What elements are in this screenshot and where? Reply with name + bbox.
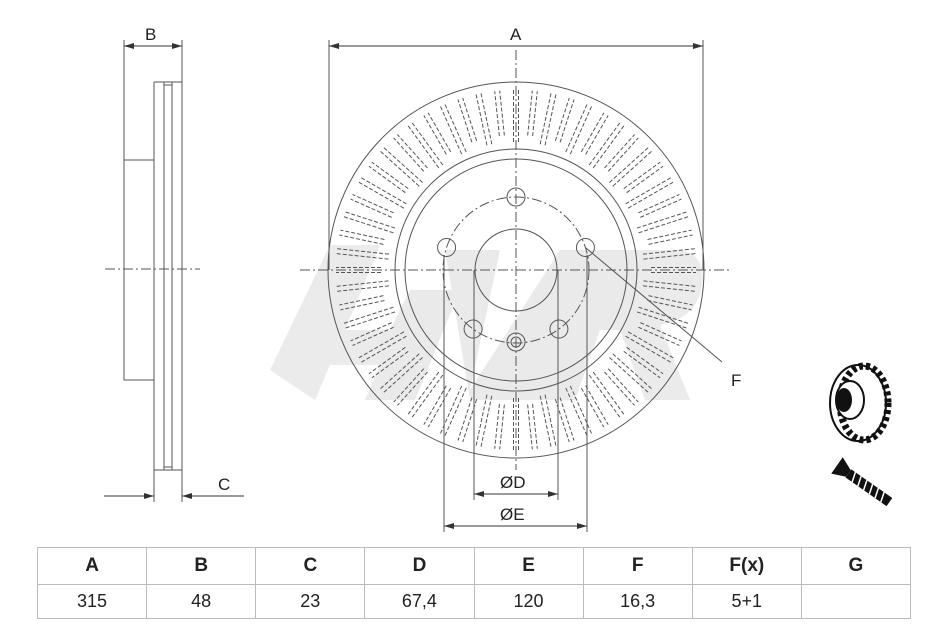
vane-slot [350, 194, 394, 218]
header-e: E [473, 547, 584, 585]
vane-slot [339, 295, 385, 311]
vane-slot [393, 368, 428, 406]
vane-slot [647, 229, 693, 245]
vane-slot [647, 295, 693, 311]
vane-slot [513, 90, 519, 142]
vane-slot [343, 306, 396, 329]
vane-slot [588, 122, 625, 169]
vane-slot [423, 385, 452, 428]
vane-slot [625, 331, 674, 363]
table-row: 315 48 23 67,4 120 16,3 5+1 [36, 584, 912, 619]
value-b: 48 [146, 584, 257, 619]
dimension-label-d: ØD [500, 473, 526, 492]
side-view [104, 40, 244, 502]
vane-slot [638, 194, 682, 218]
header-fx: F(x) [691, 547, 802, 585]
header-d: D [364, 547, 475, 585]
vane-slot [368, 346, 409, 379]
vane-slot [358, 177, 407, 209]
vane-slot [554, 97, 575, 143]
dimension-label-b: B [145, 25, 156, 44]
bolt-hole [506, 187, 526, 207]
bolt-hole [463, 319, 483, 339]
table-header-row: A B C D E F F(x) G [36, 547, 912, 585]
brake-disc-technical-drawing: B C A ØD ØE F [104, 25, 893, 532]
value-a: 315 [36, 584, 148, 619]
vane-slot [580, 112, 609, 155]
vane-slot [642, 280, 696, 292]
vane-slot [407, 122, 444, 169]
vane-slot [588, 371, 625, 418]
value-f: 16,3 [582, 584, 693, 619]
value-d: 67,4 [364, 584, 475, 619]
front-view [300, 40, 730, 532]
brake-disc-icon [829, 362, 892, 444]
bolt-holes [437, 187, 595, 339]
watermark-logo [270, 245, 703, 400]
vane-slot [457, 97, 478, 143]
header-g: G [800, 547, 912, 585]
vane-slot [423, 112, 452, 155]
vane-slot [358, 331, 407, 363]
dimension-label-f: F [731, 371, 741, 390]
vane-slot [336, 280, 390, 292]
vane-slot [343, 211, 396, 234]
vane-slot [609, 353, 652, 393]
value-fx: 5+1 [691, 584, 802, 619]
vane-slot [539, 93, 557, 146]
vane-slot [623, 161, 664, 194]
vane-slot [638, 322, 682, 346]
vane-slot [623, 346, 664, 379]
header-f: F [582, 547, 693, 585]
value-c: 23 [255, 584, 366, 619]
header-c: C [255, 547, 366, 585]
vane-slot [527, 403, 538, 450]
vane-slot [604, 368, 639, 406]
dimension-label-a: A [510, 25, 522, 44]
vane-slot [380, 353, 423, 393]
vane-slot [407, 371, 444, 418]
cooling-vanes [336, 90, 696, 450]
vane-slot [494, 403, 505, 450]
vane-slot [339, 229, 385, 245]
dimension-label-c: C [218, 475, 230, 494]
value-g [800, 584, 912, 619]
vane-slot [580, 385, 609, 428]
value-e: 120 [473, 584, 584, 619]
bolt-hole [437, 237, 457, 257]
vane-slot [651, 267, 696, 273]
vane-slot [604, 134, 639, 172]
screw-icon [831, 457, 893, 507]
vane-slot [368, 161, 409, 194]
bolt-hole [575, 237, 595, 257]
vane-slot [393, 134, 428, 172]
dimensions-table: A B C D E F F(x) G 315 48 23 67,4 120 16… [36, 547, 912, 619]
extra-hole [506, 332, 526, 352]
vane-slot [380, 147, 423, 187]
vane-slot [539, 394, 557, 447]
vane-slot [565, 385, 592, 436]
vane-slot [609, 147, 652, 187]
header-b: B [146, 547, 257, 585]
vane-slot [565, 104, 592, 155]
dimension-label-e: ØE [500, 505, 525, 524]
bolt-hole [549, 319, 569, 339]
vane-slot [513, 398, 519, 450]
vane-slot [475, 394, 493, 447]
vane-slot [475, 93, 493, 146]
vane-slot [636, 211, 689, 234]
vane-slot [527, 90, 538, 137]
header-a: A [36, 547, 148, 585]
vane-slot [494, 90, 505, 137]
vane-slot [336, 248, 390, 260]
vane-slot [336, 267, 381, 273]
vane-slot [625, 177, 674, 209]
vane-slot [440, 104, 467, 155]
vane-slot [642, 248, 696, 260]
vane-slot [350, 322, 394, 346]
